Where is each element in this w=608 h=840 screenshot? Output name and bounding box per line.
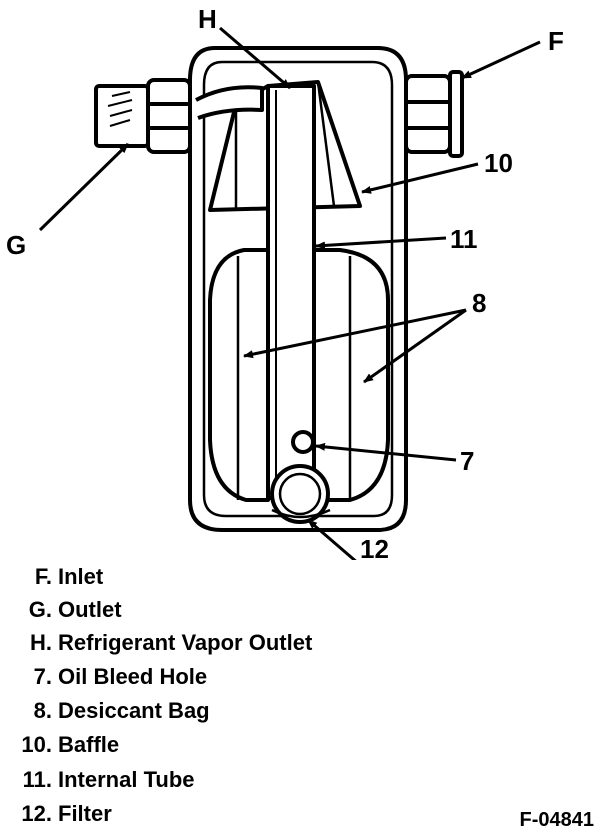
- callout-F: F: [548, 26, 564, 56]
- housing-outer: [188, 46, 408, 532]
- leader-G: [38, 142, 130, 232]
- leader-11: [315, 236, 447, 250]
- vapor-outlet-pipe: [195, 85, 264, 120]
- legend-text: Baffle: [58, 732, 120, 757]
- legend-key: 8.: [33, 698, 52, 723]
- callout-G: G: [6, 230, 26, 260]
- callout-10: 10: [484, 148, 513, 178]
- housing-inner: [202, 60, 394, 518]
- legend-text: Oil Bleed Hole: [58, 664, 208, 689]
- leader-H: [219, 26, 291, 90]
- leader-F: [461, 40, 541, 80]
- leader-12: [307, 518, 357, 560]
- outlet-fitting: [94, 78, 192, 154]
- legend-key: 7.: [33, 664, 52, 689]
- leader-7: [315, 442, 457, 462]
- legend-text: Filter: [58, 801, 112, 826]
- legend-text: Internal Tube: [58, 767, 195, 792]
- leader-8b: [363, 308, 467, 384]
- legend-key: 12.: [21, 801, 52, 826]
- legend-text: Desiccant Bag: [58, 698, 210, 723]
- legend-key: 11.: [22, 767, 52, 792]
- oil-bleed-hole: [291, 430, 315, 454]
- callout-7: 7: [460, 446, 474, 476]
- callout-8: 8: [472, 288, 486, 318]
- legend-key: F.: [34, 564, 52, 589]
- legend-text: Refrigerant Vapor Outlet: [58, 630, 313, 655]
- inlet-fitting: [404, 70, 464, 158]
- callout-12: 12: [360, 534, 389, 560]
- figure-id: F-04841: [519, 809, 595, 831]
- leader-8a: [243, 308, 467, 359]
- legend-key: 10.: [21, 732, 52, 757]
- callout-H: H: [198, 4, 217, 34]
- leader-10: [361, 162, 479, 194]
- receiver-dehydrator-diagram: F G H 10 11 8 7 12: [6, 4, 564, 560]
- legend-key: H.: [30, 630, 52, 655]
- legend-key: G.: [28, 597, 52, 622]
- callout-11: 11: [450, 224, 478, 254]
- legend-text: Outlet: [58, 597, 122, 622]
- legend-text: Inlet: [58, 564, 104, 589]
